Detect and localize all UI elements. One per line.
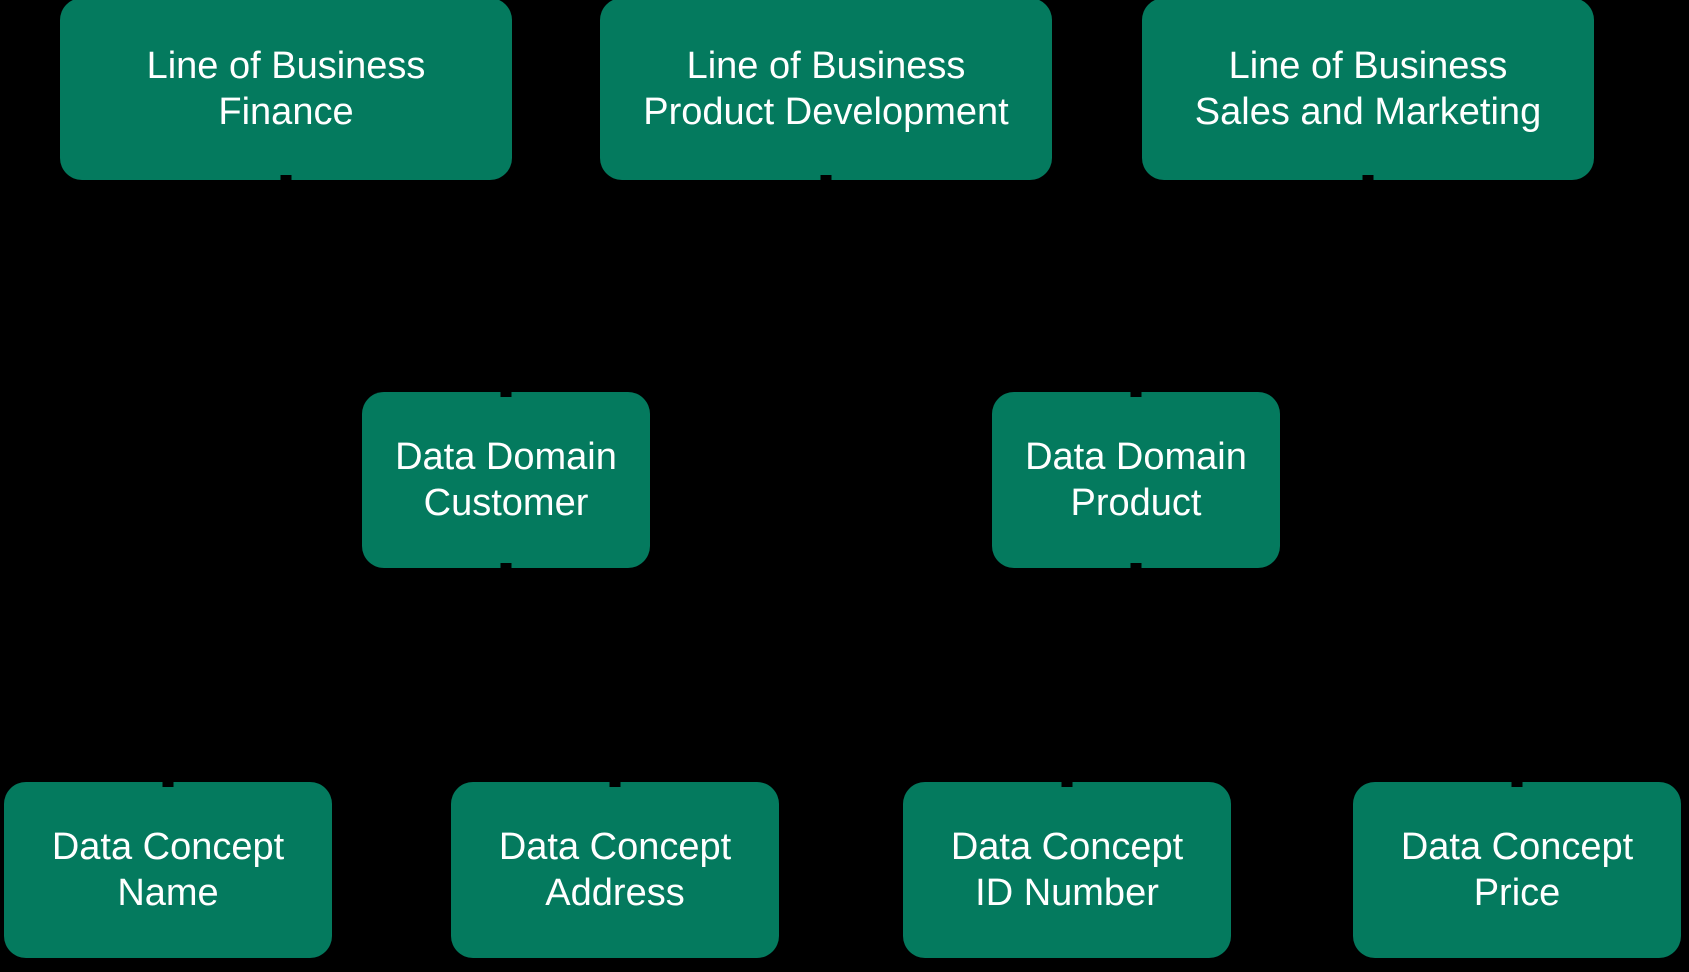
connector-notch [609, 781, 621, 787]
node-type-label: Line of Business [686, 45, 966, 87]
node-name-label: Address [545, 872, 685, 914]
node-type-label: Data Domain [395, 436, 617, 478]
connector-notch [1130, 391, 1142, 397]
node-name-label: Name [117, 872, 219, 914]
node-data-domain-customer[interactable]: Data Domain Customer [362, 391, 650, 569]
node-type-label: Line of Business [146, 45, 426, 87]
connector-notch [280, 175, 292, 181]
node-name-label: Sales and Marketing [1194, 91, 1542, 133]
node-name-label: Product Development [643, 91, 1009, 133]
node-data-concept-address[interactable]: Data Concept Address [451, 781, 779, 958]
node-line-of-business-finance[interactable]: Line of Business Finance [60, 0, 512, 181]
node-name-label: Customer [423, 482, 589, 524]
connector-notch [1130, 563, 1142, 569]
node-data-domain-product[interactable]: Data Domain Product [992, 391, 1280, 569]
node-line-of-business-product-development[interactable]: Line of Business Product Development [600, 0, 1052, 181]
connector-customer-to-address [504, 568, 617, 782]
node-name-label: Product [1070, 482, 1202, 524]
node-data-concept-name[interactable]: Data Concept Name [4, 781, 332, 958]
node-type-label: Line of Business [1228, 45, 1508, 87]
connector-notch [1362, 175, 1374, 181]
node-data-concept-id-number[interactable]: Data Concept ID Number [903, 781, 1231, 958]
node-type-label: Data Concept [498, 826, 732, 868]
node-name-label: ID Number [975, 872, 1159, 914]
node-type-label: Data Concept [51, 826, 285, 868]
connector-finance-to-customer [284, 180, 508, 392]
connector-product-to-price [1154, 568, 1519, 782]
connector-notch [162, 781, 174, 787]
node-name-label: Finance [218, 91, 354, 133]
connector-customer-to-name [166, 568, 508, 782]
node-type-label: Data Concept [950, 826, 1184, 868]
connector-notch [820, 175, 832, 181]
node-line-of-business-sales-and-marketing[interactable]: Line of Business Sales and Marketing [1142, 0, 1594, 181]
connector-product-to-idnumber [1065, 568, 1158, 782]
connector-productdev-to-product [824, 180, 1158, 392]
connector-notch [500, 563, 512, 569]
connector-notch [500, 391, 512, 397]
node-type-label: Data Concept [1400, 826, 1634, 868]
connector-salesmarketing-to-customer [504, 180, 1370, 392]
node-name-label: Price [1473, 872, 1561, 914]
node-type-label: Data Domain [1025, 436, 1247, 478]
node-data-concept-price[interactable]: Data Concept Price [1353, 781, 1681, 958]
connector-notch [1061, 781, 1073, 787]
connector-notch [1511, 781, 1523, 787]
